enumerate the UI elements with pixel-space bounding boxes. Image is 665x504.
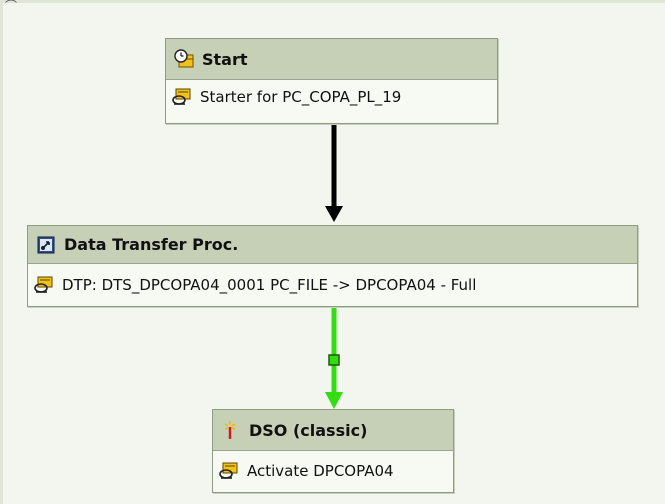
node-dtp-header[interactable]: Data Transfer Proc. xyxy=(28,226,637,264)
node-start-variant-row[interactable]: Starter for PC_COPA_PL_19 xyxy=(166,80,497,114)
magic-wand-icon xyxy=(221,420,241,440)
node-start-header[interactable]: Start xyxy=(166,39,497,80)
process-variant-icon xyxy=(219,461,239,481)
node-dtp-variant-text: DTP: DTS_DPCOPA04_0001 PC_FILE -> DPCOPA… xyxy=(62,276,477,294)
node-dso-classic[interactable]: DSO (classic) Activate DPCOPA04 xyxy=(212,409,454,493)
clock-calendar-icon xyxy=(174,49,194,69)
data-transfer-icon xyxy=(36,235,56,255)
node-dtp-variant-row[interactable]: DTP: DTS_DPCOPA04_0001 PC_FILE -> DPCOPA… xyxy=(28,264,637,306)
node-start-title: Start xyxy=(202,49,248,69)
node-dtp-title: Data Transfer Proc. xyxy=(64,235,239,254)
node-dso-title: DSO (classic) xyxy=(249,420,368,440)
node-dso-variant-row[interactable]: Activate DPCOPA04 xyxy=(213,451,453,491)
corner-mark: ⌒ xyxy=(5,0,18,13)
node-dso-variant-text: Activate DPCOPA04 xyxy=(247,462,394,480)
connector-condition-handle[interactable] xyxy=(328,354,340,366)
node-dso-header[interactable]: DSO (classic) xyxy=(213,410,453,451)
process-variant-icon xyxy=(172,87,192,107)
node-data-transfer-proc[interactable]: Data Transfer Proc. DTP: DTS_DPCOPA04_00… xyxy=(27,225,638,307)
connector-dtp-to-dso[interactable] xyxy=(325,308,343,409)
connector-start-to-dtp[interactable] xyxy=(325,124,343,222)
process-variant-icon xyxy=(34,275,54,295)
node-start[interactable]: Start Starter for PC_COPA_PL_19 xyxy=(165,38,498,124)
node-start-variant-text: Starter for PC_COPA_PL_19 xyxy=(200,88,402,106)
